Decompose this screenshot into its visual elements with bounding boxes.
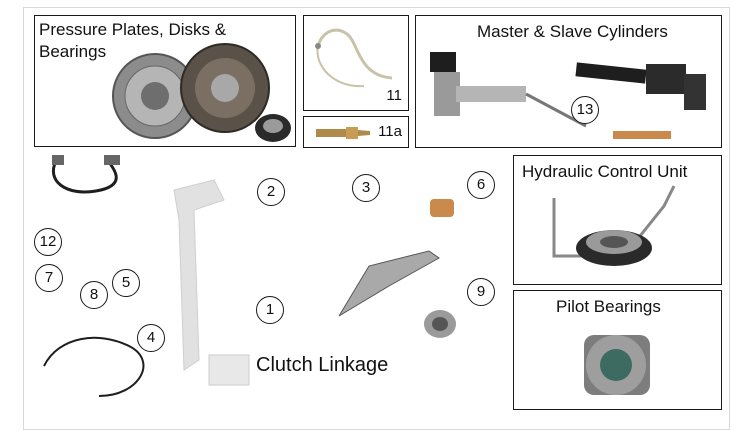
bushing-image [430, 199, 454, 217]
panel-title-pilot: Pilot Bearings [556, 297, 661, 316]
hcu-image [552, 185, 676, 266]
callout-4: 4 [137, 324, 165, 352]
master-cylinder-image [430, 52, 706, 128]
callout-6: 5 [112, 269, 140, 297]
panel-title-line1: Pressure Plates, Disks & [39, 20, 227, 39]
callout-8: 8 [80, 281, 108, 309]
callout-9: 7 [35, 264, 63, 292]
panel-cylinders[interactable]: Master & Slave Cylinders 13 [415, 15, 722, 148]
clutch-linkage-caption: Clutch Linkage [256, 354, 389, 376]
pilot-bearing-image [584, 335, 650, 395]
throwout-bearing-image [424, 310, 456, 338]
diagram-frame: Pressure Plates, Disks & Bearings 11 11a [23, 7, 730, 430]
cable-image [315, 28, 393, 88]
callout-5: 9 [467, 278, 495, 306]
panel-title-cylinders: Master & Slave Cylinders [477, 22, 668, 41]
callout-12: 12 [34, 228, 62, 256]
pedal-image [173, 179, 250, 386]
panel-pilot-bearings[interactable]: Pilot Bearings [513, 290, 722, 410]
panel-pressure-plates[interactable]: Pressure Plates, Disks & Bearings [34, 15, 296, 147]
panel-hcu[interactable]: Hydraulic Control Unit [513, 155, 722, 285]
panel-bleeder[interactable]: 11a [303, 116, 409, 148]
part-number-11a: 11a [378, 123, 402, 140]
pressure-plate-image [112, 43, 291, 142]
part-number-11: 11 [386, 87, 402, 104]
panel-title-line2: Bearings [39, 42, 107, 61]
callout-7: 6 [467, 171, 495, 199]
callout-3: 3 [352, 174, 380, 202]
panel-cable[interactable]: 11 [303, 15, 409, 111]
bleeder-screw-image [316, 127, 370, 139]
callout-13: 13 [571, 96, 599, 124]
callout-2: 2 [257, 178, 285, 206]
sensor-image [52, 155, 120, 194]
spring-image [613, 131, 671, 139]
panel-title-hcu: Hydraulic Control Unit [522, 162, 688, 181]
callout-1: 1 [256, 296, 284, 324]
fork-image [338, 250, 440, 317]
harness-image [43, 336, 145, 397]
